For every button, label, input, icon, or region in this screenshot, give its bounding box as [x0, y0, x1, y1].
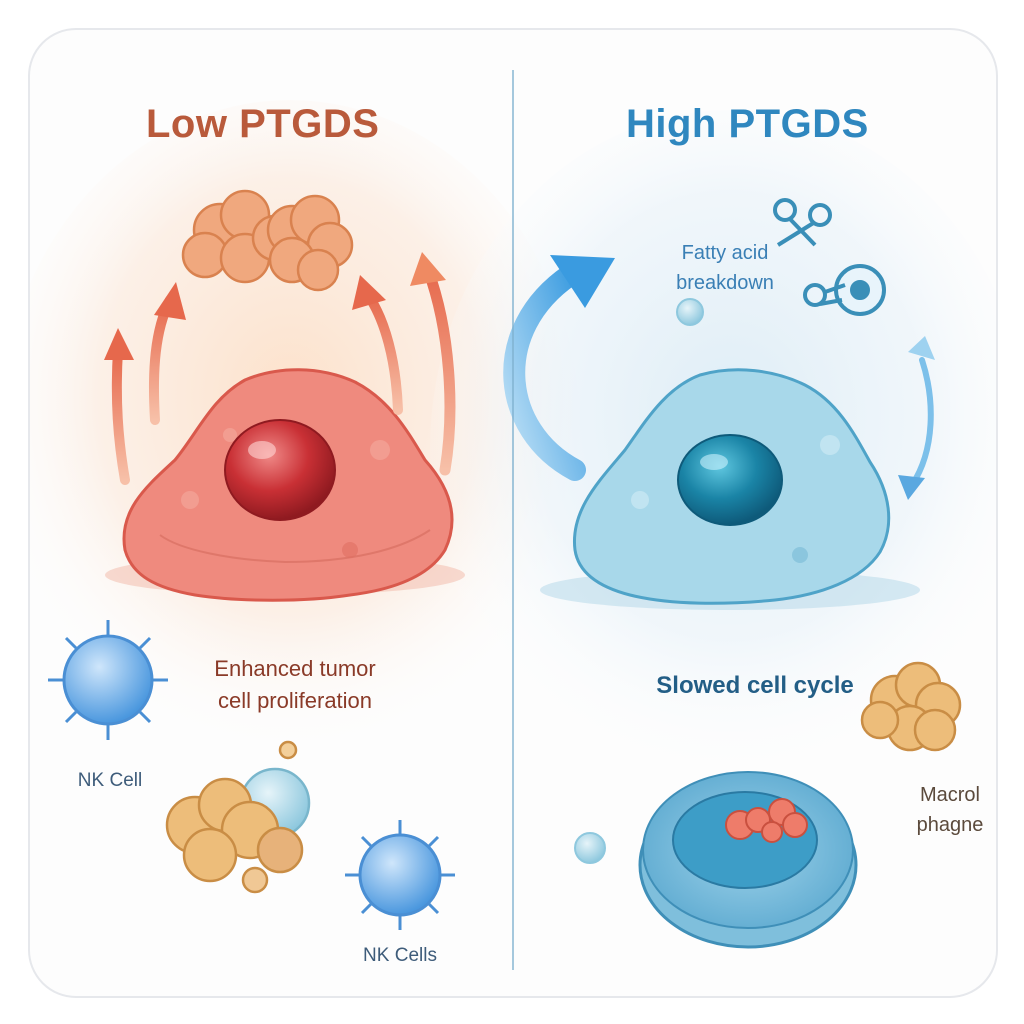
macrophage-icon: [860, 661, 962, 752]
panel-divider: [512, 70, 514, 970]
macro-line-1: Macrol: [919, 784, 980, 806]
macrophage-icon: [165, 740, 311, 894]
fatty-acid-label: Fatty acid breakdown: [640, 238, 810, 298]
dividing-cell-icon: [638, 771, 858, 949]
small-cell-icon: [574, 298, 704, 864]
proliferation-caption: Enhanced tumor cell proliferation: [175, 653, 415, 717]
tumor-cell-icon: [540, 368, 920, 610]
scissors-icon: [803, 264, 886, 316]
arrow-vertical-icon: [898, 336, 935, 500]
nk-cells-label: NK Cells: [363, 945, 437, 966]
proliferating-cells-icon: [181, 189, 354, 292]
high-ptgds-title: High PTGDS: [626, 102, 869, 146]
cell-cycle-caption: Slowed cell cycle: [656, 672, 854, 699]
macrophage-label: Macrol phagne: [890, 780, 996, 840]
arrow-curve-icon: [503, 255, 615, 481]
scissors-icon: [773, 198, 832, 247]
caption-line-2: cell proliferation: [217, 688, 373, 713]
low-ptgds-title: Low PTGDS: [146, 102, 380, 146]
fatty-line-1: Fatty acid: [681, 242, 769, 264]
illustration: [30, 100, 996, 949]
nk-cell-label: NK Cell: [77, 770, 143, 791]
figure-card: Low PTGDS High PTGDS Enhanced tumor cell…: [28, 28, 998, 998]
tumor-cell-icon: [105, 368, 465, 602]
nk-cell-icon: [345, 820, 455, 930]
macro-line-2: phagne: [916, 814, 984, 836]
caption-line-1: Enhanced tumor: [214, 656, 376, 681]
fatty-line-2: breakdown: [676, 272, 774, 294]
nk-cell-icon: [48, 620, 168, 740]
arrow-up-icon: [104, 252, 456, 485]
